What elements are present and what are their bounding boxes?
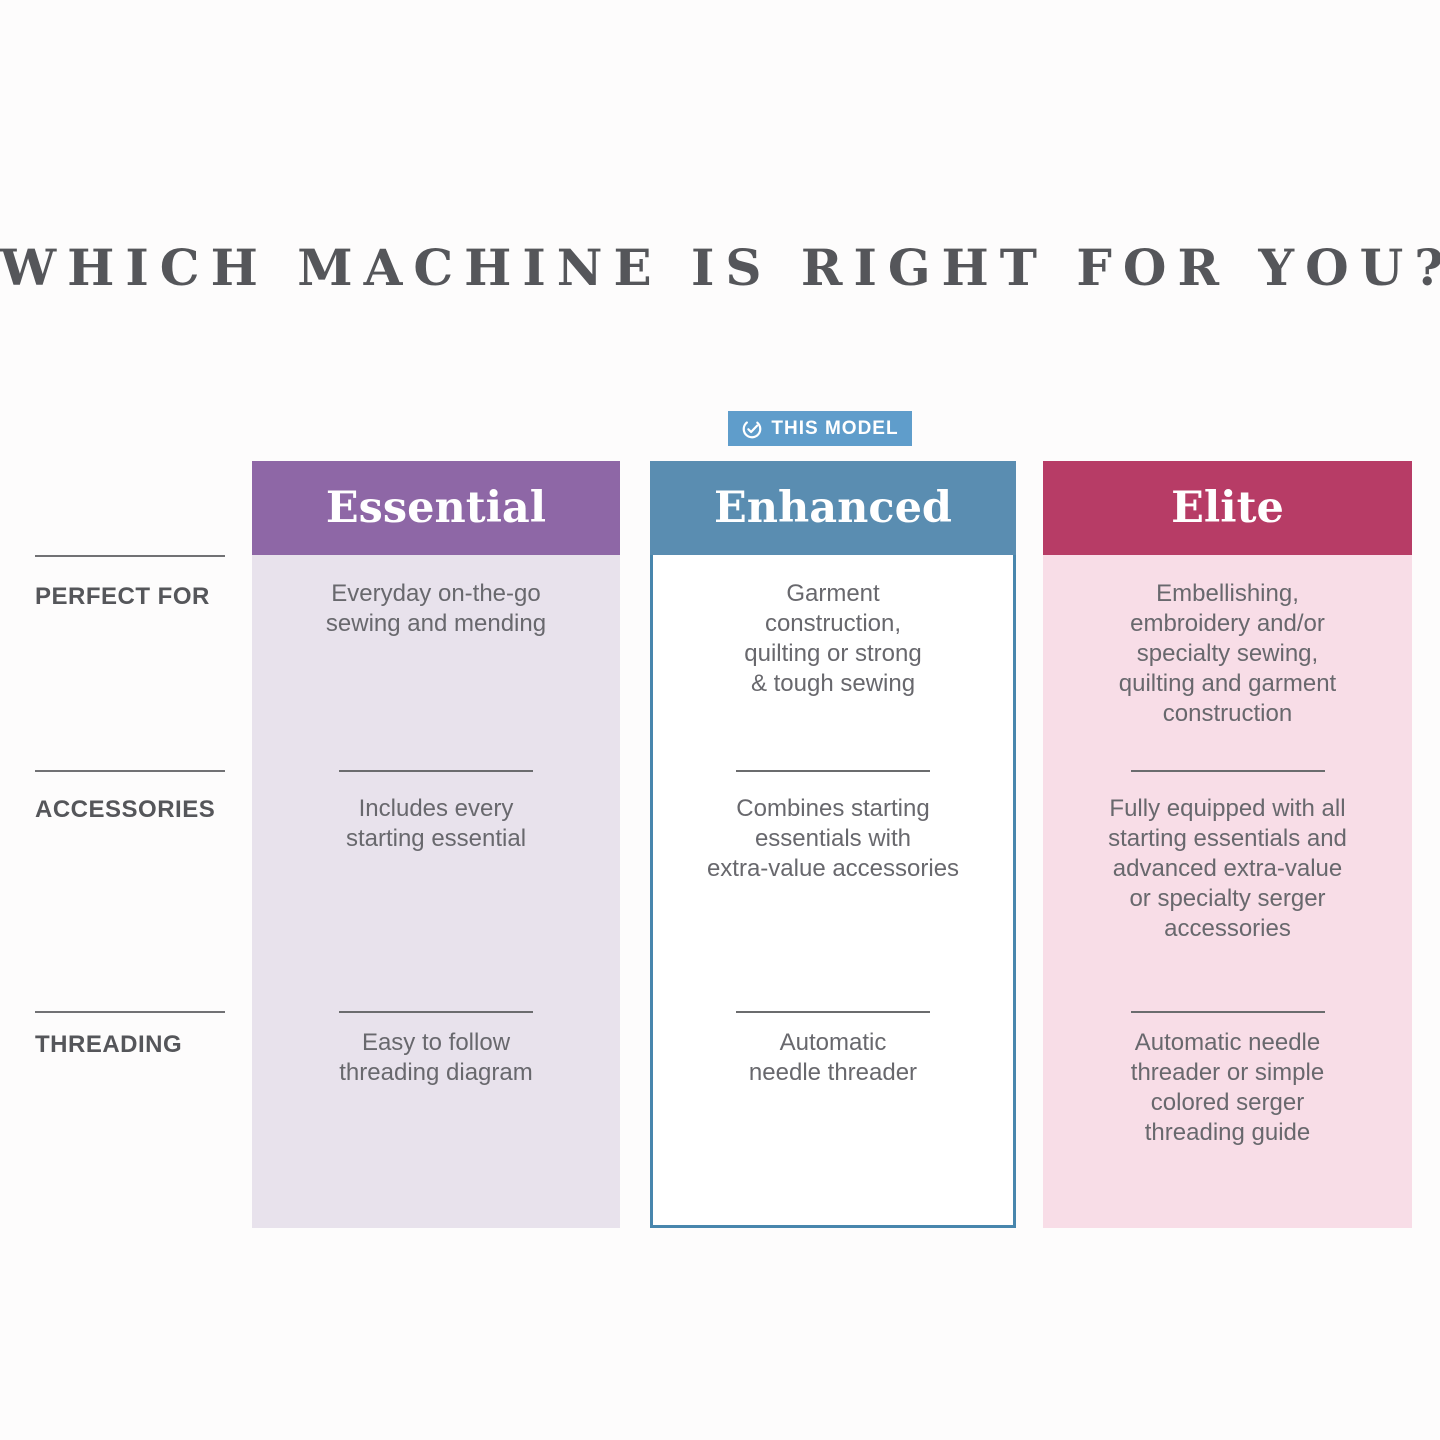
- cell-essential-perfect-for: Everyday on-the-go sewing and mending: [325, 580, 547, 637]
- cell-enhanced-threading: Automatic needle threader: [748, 1029, 918, 1086]
- cell-essential-accessories: Includes every starting essential: [345, 795, 527, 852]
- row-divider: [35, 555, 225, 557]
- cell-divider: [736, 1011, 930, 1013]
- cell-elite-perfect-for: Embellishing, embroidery and/or specialt…: [1118, 580, 1337, 727]
- page-title: WHICH MACHINE IS RIGHT FOR YOU?: [0, 238, 1440, 297]
- column-enhanced-header: Enhanced: [650, 461, 1016, 555]
- column-essential: Essential Everyday on-the-go sewing and …: [252, 461, 620, 1228]
- cell-divider: [339, 1011, 533, 1013]
- column-enhanced-body: Garment construction, quilting or strong…: [650, 555, 1016, 1228]
- row-label-threading: THREADING: [35, 1031, 183, 1058]
- badge-label: THIS MODEL: [771, 417, 899, 439]
- check-circle-icon: [743, 419, 762, 438]
- row-divider: [35, 1011, 225, 1013]
- cell-divider: [736, 770, 930, 772]
- row-label-accessories: ACCESSORIES: [35, 796, 216, 823]
- column-essential-header: Essential: [252, 461, 620, 555]
- column-elite-header: Elite: [1043, 461, 1412, 555]
- cell-elite-accessories: Fully equipped with all starting essenti…: [1108, 795, 1347, 942]
- column-essential-title: Essential: [325, 483, 547, 533]
- row-divider: [35, 770, 225, 772]
- cell-enhanced-accessories: Combines starting essentials with extra-…: [706, 795, 960, 882]
- cell-elite-threading: Automatic needle threader or simple colo…: [1130, 1029, 1325, 1146]
- column-enhanced-title: Enhanced: [713, 483, 953, 533]
- cell-divider: [1130, 770, 1325, 772]
- column-enhanced: Enhanced Garment construction, quilting …: [650, 461, 1016, 1228]
- cell-enhanced-perfect-for: Garment construction, quilting or strong…: [744, 580, 922, 697]
- this-model-badge: THIS MODEL: [728, 411, 912, 446]
- column-elite: Elite Embellishing, embroidery and/or sp…: [1043, 461, 1412, 1228]
- cell-divider: [1130, 1011, 1325, 1013]
- column-elite-body: Embellishing, embroidery and/or specialt…: [1043, 555, 1412, 1228]
- row-label-perfect-for: PERFECT FOR: [35, 583, 210, 610]
- column-essential-body: Everyday on-the-go sewing and mending In…: [252, 555, 620, 1228]
- cell-essential-threading: Easy to follow threading diagram: [339, 1029, 533, 1086]
- column-elite-title: Elite: [1171, 483, 1284, 533]
- cell-divider: [339, 770, 533, 772]
